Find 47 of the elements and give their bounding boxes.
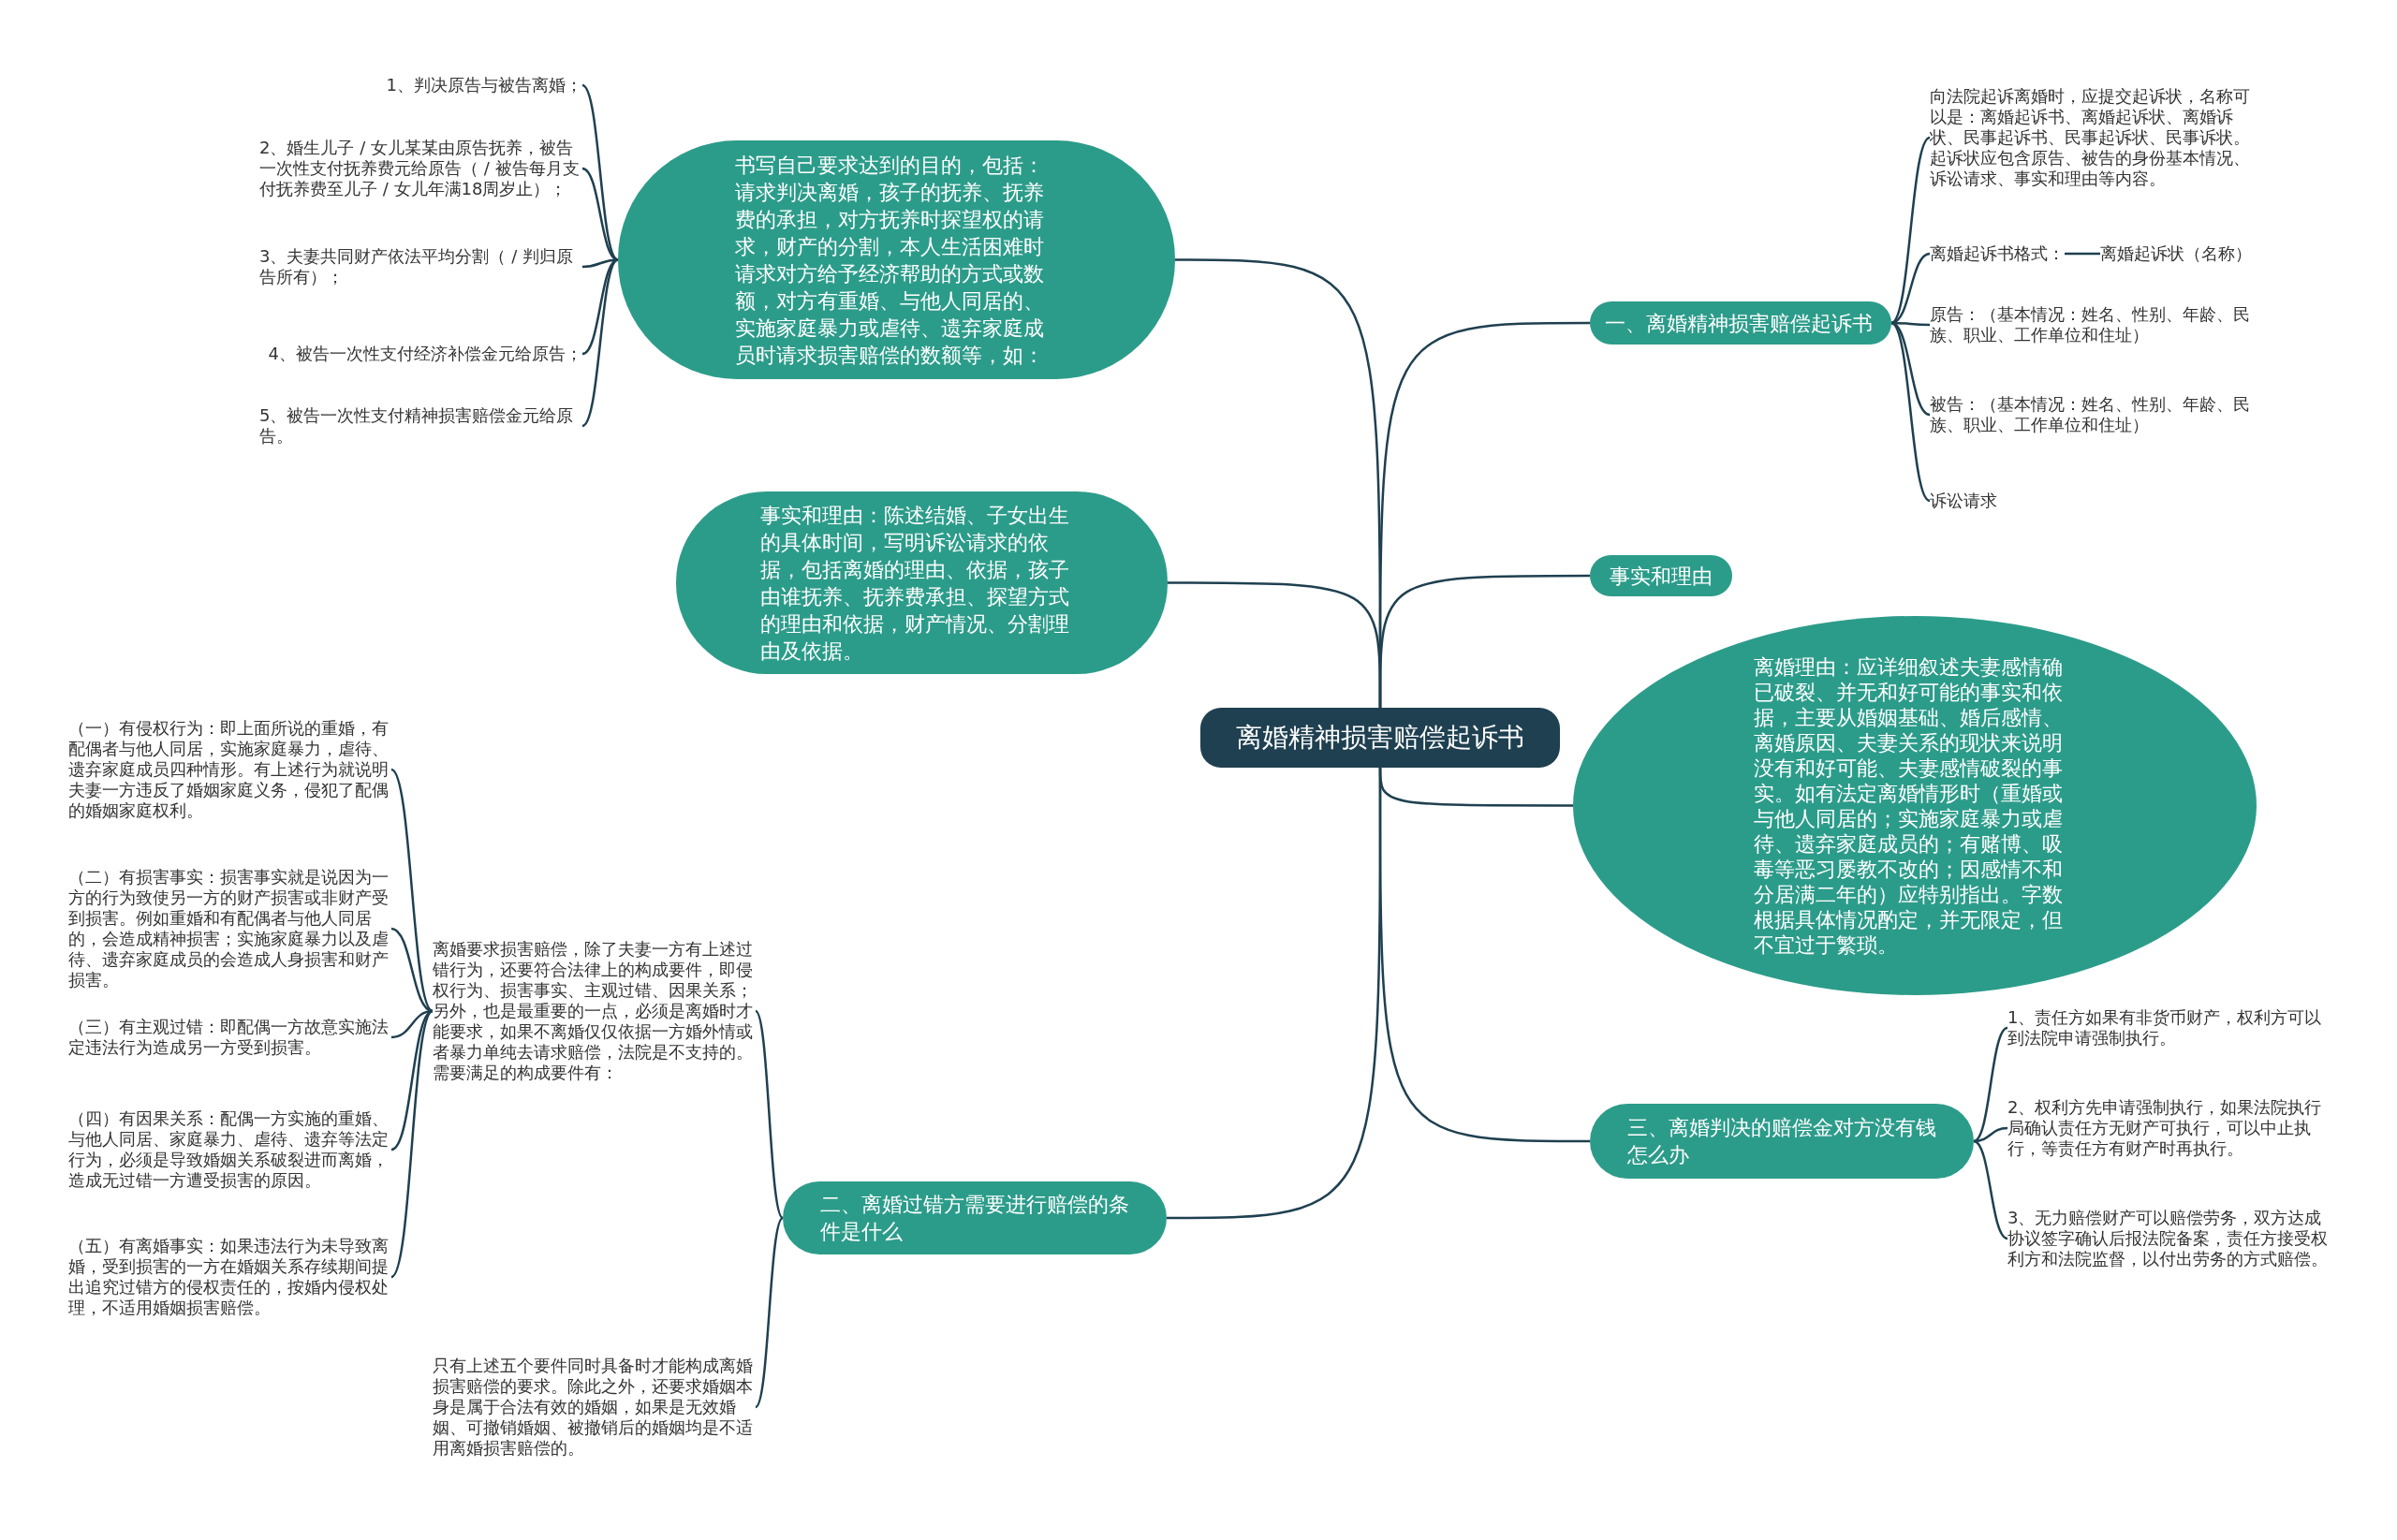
connector-line: [390, 1009, 434, 1151]
connector-line: [1378, 574, 1590, 708]
central-topic: 离婚精神损害赔偿起诉书: [1200, 708, 1560, 768]
topic-bubble: 一、离婚精神损害赔偿起诉书: [1590, 301, 1891, 345]
connector-line: [1890, 322, 1931, 502]
topic-bubble: 三、离婚判决的赔偿金对方没有钱怎么办: [1590, 1104, 1974, 1179]
note-text: 5、被告一次性支付精神损害赔偿金元给原告。: [259, 405, 582, 447]
note-text: 4、被告一次性支付经济补偿金元给原告；: [268, 344, 582, 364]
note-text: 离婚起诉状（名称）: [2100, 243, 2252, 264]
connector-line: [581, 258, 619, 427]
connector-line: [390, 769, 434, 1012]
note-text: 被告：（基本情况：姓名、性别、年龄、民族、职业、工作单位和住址）: [1930, 394, 2253, 435]
note-text: 离婚要求损害赔偿，除了夫妻一方有上述过错行为，还要符合法律上的构成要件，即侵权行为、损害事实、主观过错、因果关系；另外，也是最重要的一点，必须是离婚时才能要求，如果不离婚仅仅依据一方婚外情或者暴力单纯去请求赔偿，法院是不支持的。需要满足的构成要件有：: [433, 939, 756, 1083]
note-text: （一）有侵权行为：即上面所说的重婚，有配偶者与他人同居，实施家庭暴力，虐待、遗弃家庭成员四种情形。有上述行为就说明夫妻一方违反了婚姻家庭义务，侵犯了配偶的婚姻家庭权利。: [68, 718, 391, 821]
connector-line: [1973, 1139, 2008, 1240]
note-text: 2、婚生儿子 / 女儿某某由原告抚养，被告一次性支付抚养费元给原告（ / 被告每月支付抚养费至儿子 / 女儿年满18周岁止）；: [259, 138, 582, 199]
connector-line: [1890, 321, 1931, 417]
note-text: 离婚起诉书格式：: [1930, 243, 2065, 264]
note-text: 诉讼请求: [1930, 491, 1997, 511]
connector-line: [390, 1010, 434, 1278]
connector-line: [390, 927, 434, 1013]
note-text: 1、判决原告与被告离婚；: [386, 75, 582, 95]
connector-line: [1890, 252, 1931, 325]
note-text: 只有上述五个要件同时具备时才能构成离婚损害赔偿的要求。除此之外，还要求婚姻本身是属于合法有效的婚姻，如果是无效婚姻、可撤销婚姻、被撤销后的婚姻均是不适用离婚损害赔偿的。: [433, 1356, 756, 1459]
note-text: 原告：（基本情况：姓名、性别、年龄、民族、职业、工作单位和住址）: [1930, 304, 2253, 345]
topic-bubble: 事实和理由: [1590, 555, 1732, 596]
topic-bubble: 书写自己要求达到的目的，包括：请求判决离婚，孩子的抚养、抚养费的承担，对方抚养时探望权的请求，财产的分割，本人生活困难时请求对方给予经济帮助的方式或数额，对方有重婚、与他人同居的、实施家庭暴力或虐待、遗弃家庭成员时请求损害赔偿的数额等，如：: [618, 140, 1175, 379]
connector-line: [755, 1217, 784, 1408]
topic-bubble: 事实和理由：陈述结婚、子女出生的具体时间，写明诉讼请求的依据，包括离婚的理由、依据，孩子由谁抚养、抚养费承担、探望方式的理由和依据，财产情况、分割理由及依据。: [676, 491, 1168, 674]
note-text: 3、无力赔偿财产可以赔偿劳务，双方达成协议签字确认后报法院备案，责任方接受权利方和法院监督，以付出劳务的方式赔偿。: [2007, 1208, 2331, 1269]
note-text: 向法院起诉离婚时，应提交起诉状，名称可以是：离婚起诉书、离婚起诉状、离婚诉状、民事起诉书、民事起诉状、民事诉状。起诉状应包含原告、被告的身份基本情况、诉讼请求、事实和理由等内容。: [1930, 86, 2253, 189]
topic-bubble: 离婚理由：应详细叙述夫妻感情确已破裂、并无和好可能的事实和依据，主要从婚姻基础、婚后感情、离婚原因、夫妻关系的现状来说明没有和好可能、夫妻感情破裂的事实。如有法定离婚情形时（重婚或与他人同居的；实施家庭暴力或虐待、遗弃家庭成员的；有赌博、吸毒等恶习屡教不改的；因感情不和分居满二年的）应特别指出。字数根据具体情况酌定，并无限定，但不宜过于繁琐。: [1573, 616, 2257, 995]
topic-bubble: 二、离婚过错方需要进行赔偿的条件是什么: [783, 1181, 1167, 1254]
note-text: （二）有损害事实：损害事实就是说因为一方的行为致使另一方的财产损害或非财产受到损害。例如重婚和有配偶者与他人同居的，会造成精神损害；实施家庭暴力以及虐待、遗弃家庭成员的会造成人身损害和财产损害。: [68, 867, 391, 990]
note-text: （四）有因果关系：配偶一方实施的重婚、与他人同居、家庭暴力、虐待、遗弃等法定行为，必须是导致婚姻关系破裂进而离婚，造成无过错一方遭受损害的原因。: [68, 1108, 391, 1191]
note-text: （五）有离婚事实：如果违法行为未导致离婚，受到损害的一方在婚姻关系存续期间提出追究过错方的侵权责任的，按婚内侵权处理，不适用婚姻损害赔偿。: [68, 1236, 391, 1318]
connector-line: [581, 258, 619, 356]
note-text: 1、责任方如果有非货币财产，权利方可以到法院申请强制执行。: [2007, 1007, 2331, 1049]
connector-line: [2065, 252, 2100, 256]
note-text: 3、夫妻共同财产依法平均分割（ / 判归原告所有）；: [259, 246, 582, 287]
connector-line: [1890, 137, 1931, 324]
note-text: （三）有主观过错：即配偶一方故意实施法定违法行为造成另一方受到损害。: [68, 1017, 391, 1058]
connector-line: [755, 1010, 784, 1219]
connector-line: [1378, 768, 1590, 1143]
note-text: 2、权利方先申请强制执行，如果法院执行局确认责任方无财产可执行，可以中止执行，等责任方有财产时再执行。: [2007, 1097, 2331, 1159]
connector-line: [581, 167, 619, 261]
connector-line: [1973, 1026, 2008, 1143]
